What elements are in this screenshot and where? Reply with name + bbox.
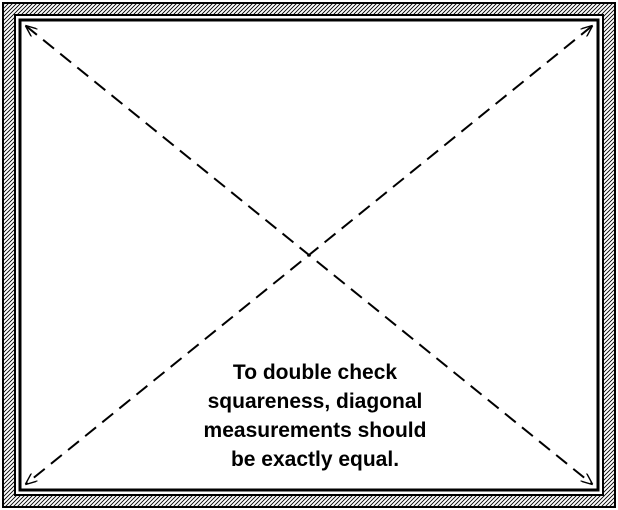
diagonal-measurement-2 xyxy=(26,26,592,484)
squareness-note: To double check squareness, diagonal mea… xyxy=(150,358,480,474)
note-line: squareness, diagonal xyxy=(207,390,423,413)
note-line: measurements should xyxy=(203,419,427,442)
note-line: be exactly equal. xyxy=(230,448,400,471)
frame-inner-line xyxy=(18,18,600,492)
note-line: To double check xyxy=(232,361,398,384)
